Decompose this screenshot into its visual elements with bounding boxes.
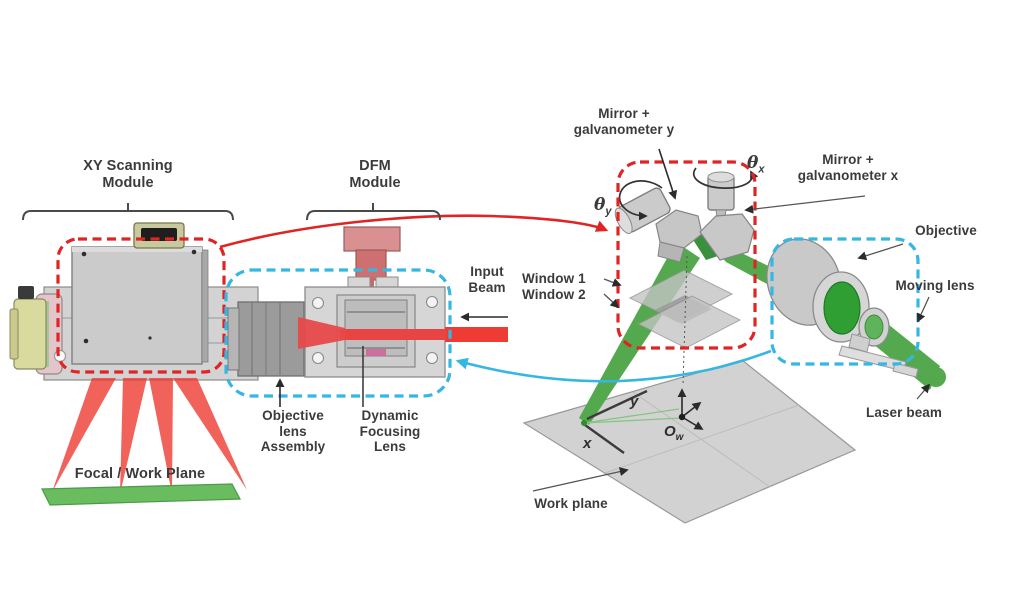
window2-leader — [603, 293, 620, 309]
laser-beam-red-cones — [52, 378, 247, 494]
laser-beam-leader — [916, 383, 931, 400]
laser-beam-label: Laser beam — [865, 405, 943, 420]
dfm-module-device — [227, 226, 446, 378]
origin-point — [678, 413, 686, 421]
work-plane-leader — [532, 467, 629, 492]
moving-lens-ring — [858, 307, 890, 347]
objective-lens-assembly-cylinder — [227, 301, 305, 377]
axis-arrow-ne — [681, 401, 702, 418]
focal-plane-bar — [41, 483, 241, 506]
mirror-galvo-x-arrow — [744, 195, 866, 214]
work-plane-surface — [522, 359, 857, 524]
objective-lens-assembly-label: Objective lens Assembly — [260, 408, 326, 455]
coordinate-axes — [581, 388, 704, 454]
theta-x-label: θx — [747, 153, 765, 176]
connector-port — [133, 222, 185, 249]
scan-windows — [628, 269, 742, 349]
window-2-label: Window 2 — [522, 287, 586, 302]
objective-green-lens — [823, 281, 861, 335]
rotation-arrow-y — [618, 180, 663, 221]
input-red-beam — [298, 317, 508, 349]
dynamic-focusing-lens-label: Dynamic Focusing Lens — [359, 408, 421, 455]
xy-scanning-module-device — [9, 222, 259, 381]
cyan-connection-curve — [455, 349, 772, 383]
x-component-line — [584, 424, 625, 454]
cyan-highlight-box-objective — [770, 237, 920, 366]
y-component-line — [586, 389, 648, 421]
origin-label: Ow — [664, 423, 684, 443]
xy-scanning-module-label: XY Scanning Module — [83, 158, 173, 191]
work-plane-label: Work plane — [534, 496, 608, 511]
galvanometer-x — [707, 171, 735, 225]
focal-work-plane-label: Focal / Work Plane — [74, 466, 206, 482]
dfm-module-label: DFM Module — [349, 158, 401, 191]
dfm-module-bracket — [306, 203, 441, 221]
xy-module-bracket — [22, 203, 234, 221]
laser-spot — [581, 420, 587, 426]
moving-lens-label: Moving lens — [895, 278, 975, 293]
moving-lens-leader — [916, 296, 930, 323]
axis-x-label: x — [583, 435, 592, 452]
mirror-galvanometer-x-label: Mirror + galvanometer x — [797, 152, 899, 183]
red-highlight-box-galvo — [616, 160, 757, 350]
axis-y-label: y — [630, 393, 639, 410]
optical-axis-dotted-line — [682, 255, 688, 385]
axis-arrow-se — [681, 416, 704, 430]
mirror-x — [699, 213, 755, 261]
objective-label: Objective — [915, 223, 977, 238]
objective-assembly — [766, 238, 946, 390]
window-1-label: Window 1 — [522, 271, 586, 286]
red-connection-curve — [219, 214, 609, 249]
red-highlight-box-xy — [56, 237, 226, 374]
theta-y-label: θy — [594, 195, 612, 218]
objective-leader — [857, 243, 904, 261]
window1-leader — [603, 278, 622, 287]
rotation-arrow-x — [693, 167, 759, 189]
mirror-galvo-y-arrow — [658, 148, 678, 200]
cyan-highlight-box-dfm — [224, 268, 452, 398]
mirror-galvanometer-y-label: Mirror + galvanometer y — [573, 106, 675, 137]
input-beam-label: Input Beam — [468, 264, 506, 295]
